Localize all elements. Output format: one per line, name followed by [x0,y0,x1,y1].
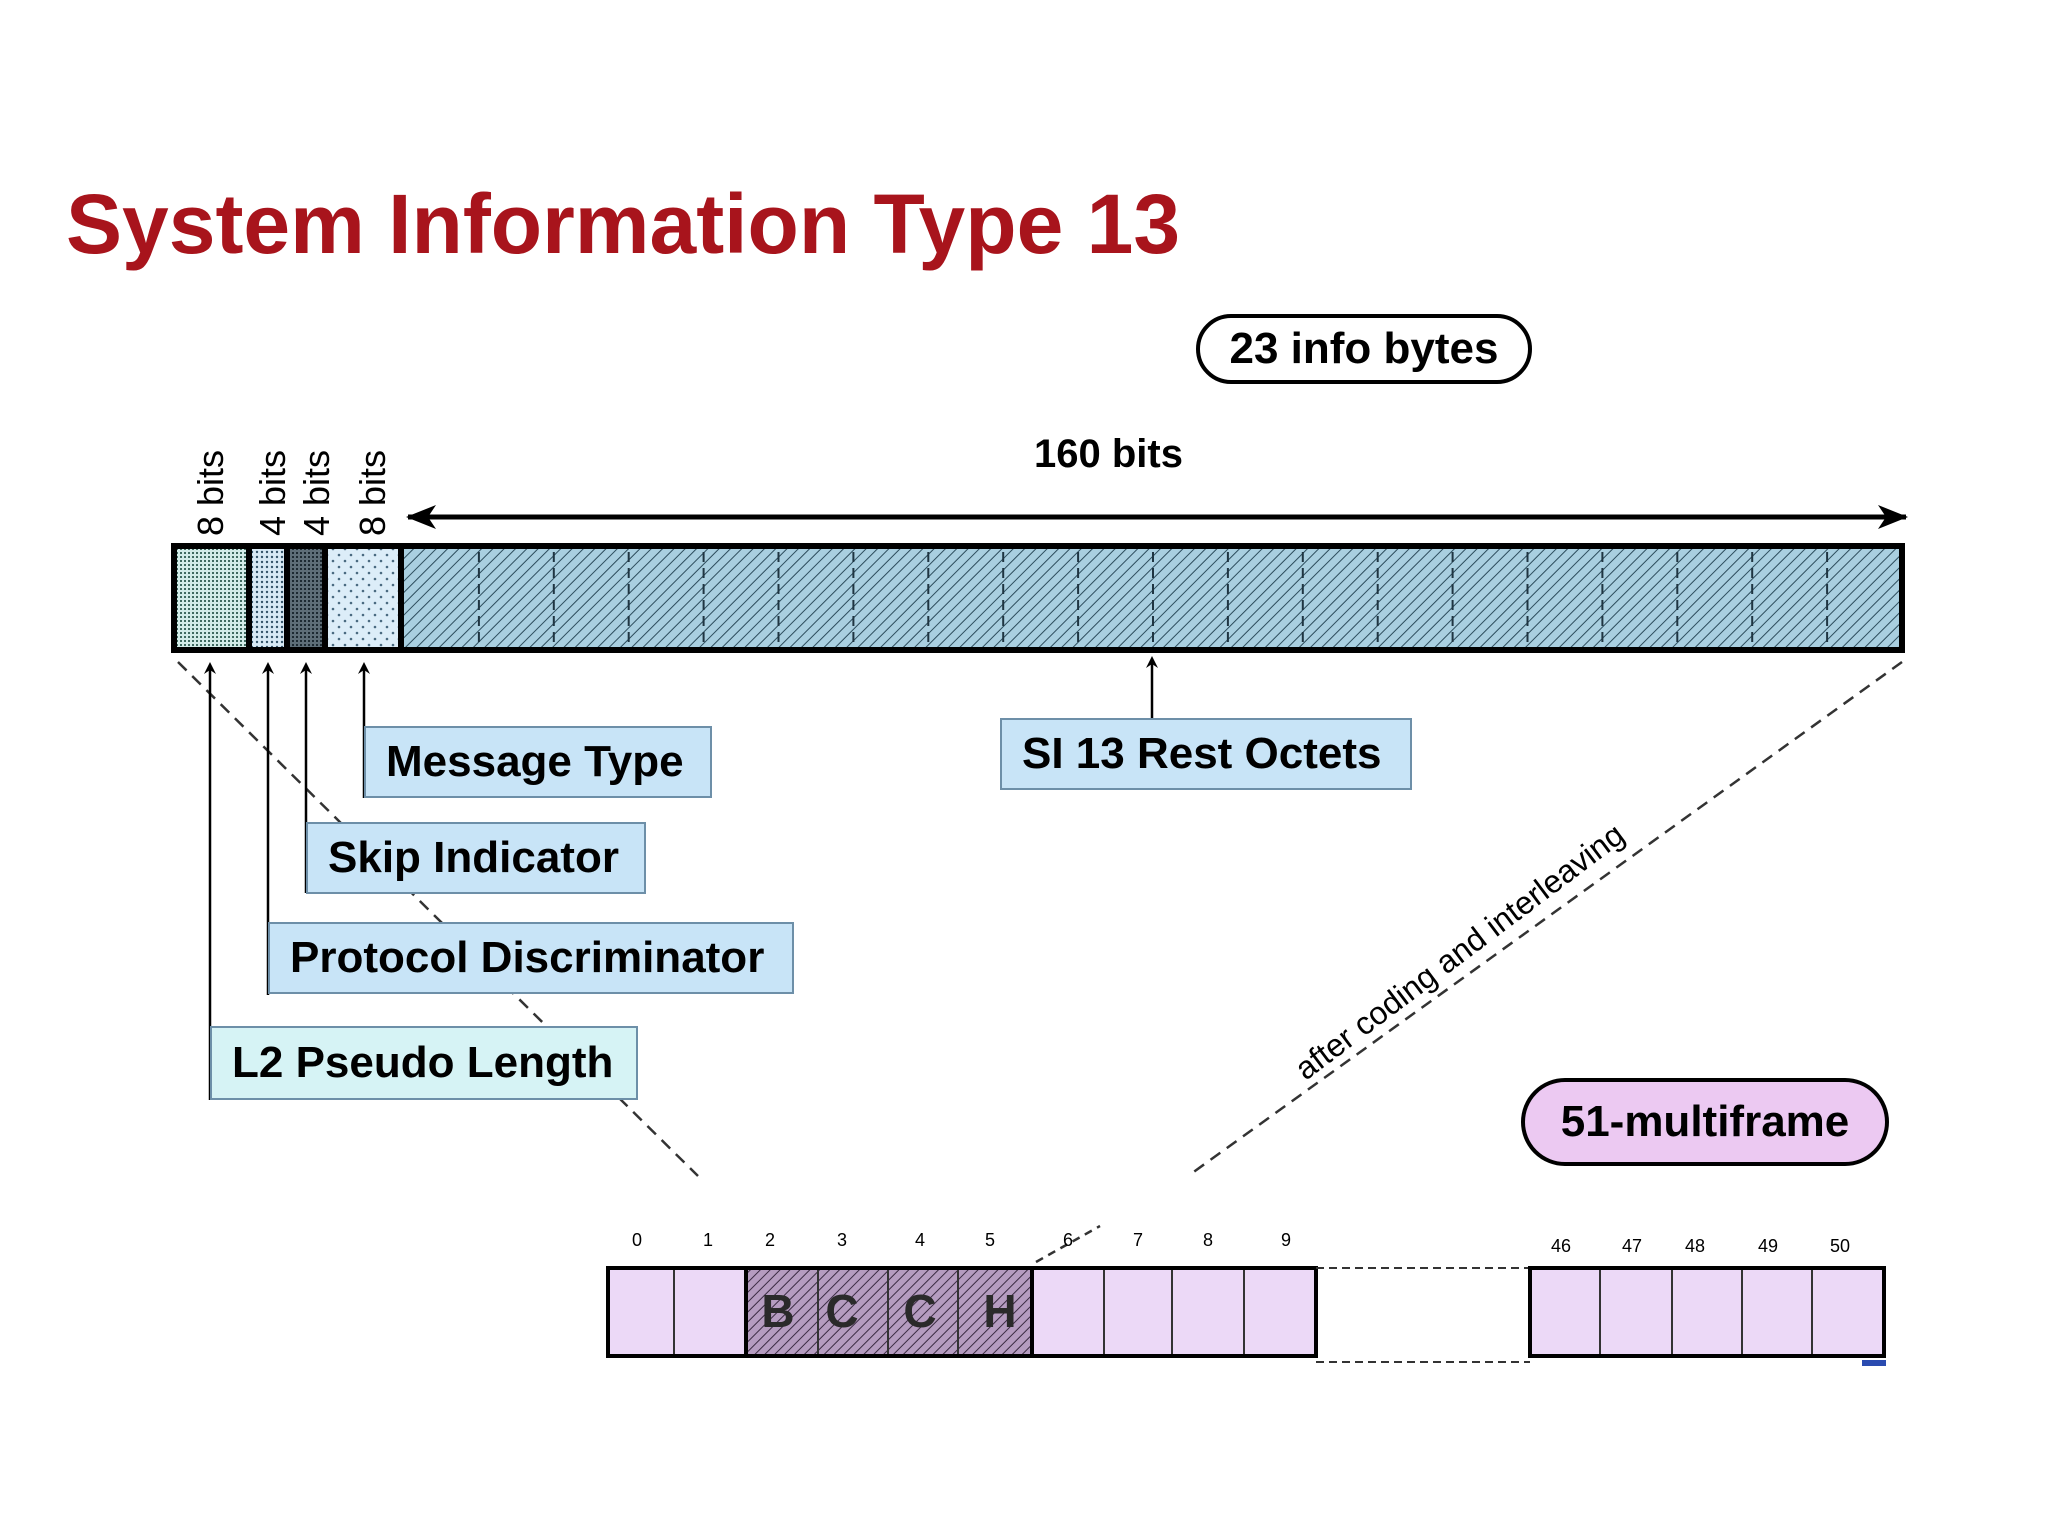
message-type-label: Message Type [364,726,712,798]
slot-number: 48 [1684,1236,1706,1256]
skip-indicator-label: Skip Indicator [306,822,646,894]
slot-number: 4 [914,1230,925,1250]
bcch-letter: C [903,1285,937,1337]
multiframe-badge: 51-multiframe [1521,1078,1889,1166]
page-title: System Information Type 13 [66,177,1181,271]
slot-number: 3 [836,1230,847,1250]
projection-line-slot6 [1035,1224,1101,1264]
bits-label-pd: 4 bits [252,449,293,536]
slot-number: 49 [1757,1236,1779,1256]
slot-number: 47 [1621,1236,1643,1256]
bits-label-mt: 8 bits [352,449,393,536]
slot-number: 7 [1132,1230,1143,1250]
multiframe-right-block [1530,1268,1884,1356]
protocol-discriminator-label: Protocol Discriminator [268,922,794,994]
slot-number: 0 [631,1230,642,1250]
rest-octets-label: SI 13 Rest Octets [1000,718,1412,790]
message-bar [171,543,1905,653]
bcch-letter: H [983,1285,1017,1337]
field-message-type [328,546,398,650]
slot-number: 6 [1062,1230,1073,1250]
slot-number: 9 [1280,1230,1291,1250]
bits-label-skip: 4 bits [296,449,337,536]
projection-line-right [1187,660,1903,1178]
slot-number: 8 [1202,1230,1213,1250]
slot-number: 5 [984,1230,995,1250]
field-skip-indicator [290,546,322,650]
l2-pseudo-length-label: L2 Pseudo Length [210,1026,638,1100]
multiframe [606,1266,1886,1366]
slot-number: 1 [702,1230,713,1250]
field-l2-pseudo-length [174,546,246,650]
bcch-letter: B [761,1285,795,1337]
total-bits-label: 160 bits [1034,432,1183,476]
info-bytes-badge: 23 info bytes [1196,314,1532,384]
bits-label-l2: 8 bits [190,449,231,536]
bcch-letter: C [825,1285,859,1337]
slot-number: 50 [1829,1236,1851,1256]
field-protocol-discriminator [252,546,284,650]
slot-number: 46 [1550,1236,1572,1256]
slot-number: 2 [764,1230,775,1250]
